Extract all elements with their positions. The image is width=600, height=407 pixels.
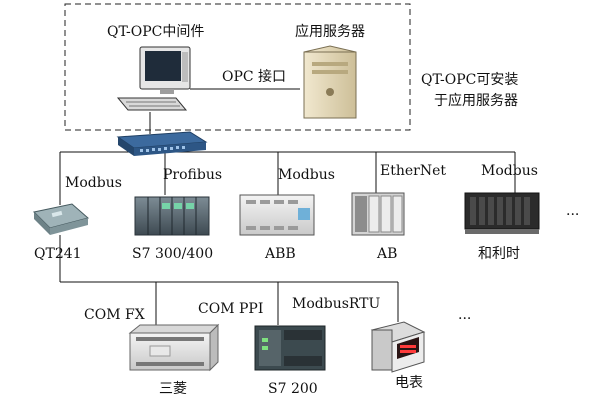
opc-interface-label: OPC 接口 <box>222 69 287 85</box>
abb-plc-icon <box>239 194 315 236</box>
network-switch-icon <box>116 131 208 156</box>
siemens-s7-300-icon <box>134 196 210 236</box>
device-label-ab: AB <box>377 246 398 262</box>
device-label-qt241: QT241 <box>34 246 82 262</box>
device-label-hollysys: 和利时 <box>478 246 520 262</box>
power-meter-icon <box>370 321 426 373</box>
install-note-line1: QT-OPC可安装 <box>421 72 519 88</box>
application-server-icon <box>303 45 357 119</box>
device-label-mitsubishi: 三菱 <box>159 381 187 397</box>
device-label-s7-300: S7 300/400 <box>132 246 214 262</box>
siemens-s7-200-icon <box>254 325 326 371</box>
pc-workstation-icon <box>116 46 191 111</box>
protocol-ethernet: EtherNet <box>380 163 447 179</box>
protocol-modbus-hollysys: Modbus <box>481 163 538 179</box>
ab-plc-icon <box>351 192 405 236</box>
middleware-label: QT-OPC中间件 <box>107 24 205 40</box>
app-server-label: 应用服务器 <box>295 24 365 40</box>
protocol-modbus-qt241: Modbus <box>65 175 122 191</box>
server-group-box <box>64 3 411 131</box>
mitsubishi-fx-plc-icon <box>128 323 220 372</box>
hollysys-controller-icon <box>464 192 540 234</box>
device-label-s7-200: S7 200 <box>268 381 318 397</box>
protocol-profibus: Profibus <box>163 167 223 183</box>
qt241-gateway-icon <box>32 203 90 235</box>
install-note-line2: 于应用服务器 <box>434 93 518 109</box>
device-label-meter: 电表 <box>395 375 423 391</box>
protocol-modbus-rtu: ModbusRTU <box>292 296 381 312</box>
protocol-com-fx: COM FX <box>84 307 145 323</box>
protocol-com-ppi: COM PPI <box>198 301 264 317</box>
more-serial-devices-ellipsis: ... <box>458 307 472 323</box>
more-devices-ellipsis: ... <box>566 203 580 219</box>
protocol-modbus-abb: Modbus <box>278 167 335 183</box>
device-label-abb: ABB <box>265 246 296 262</box>
